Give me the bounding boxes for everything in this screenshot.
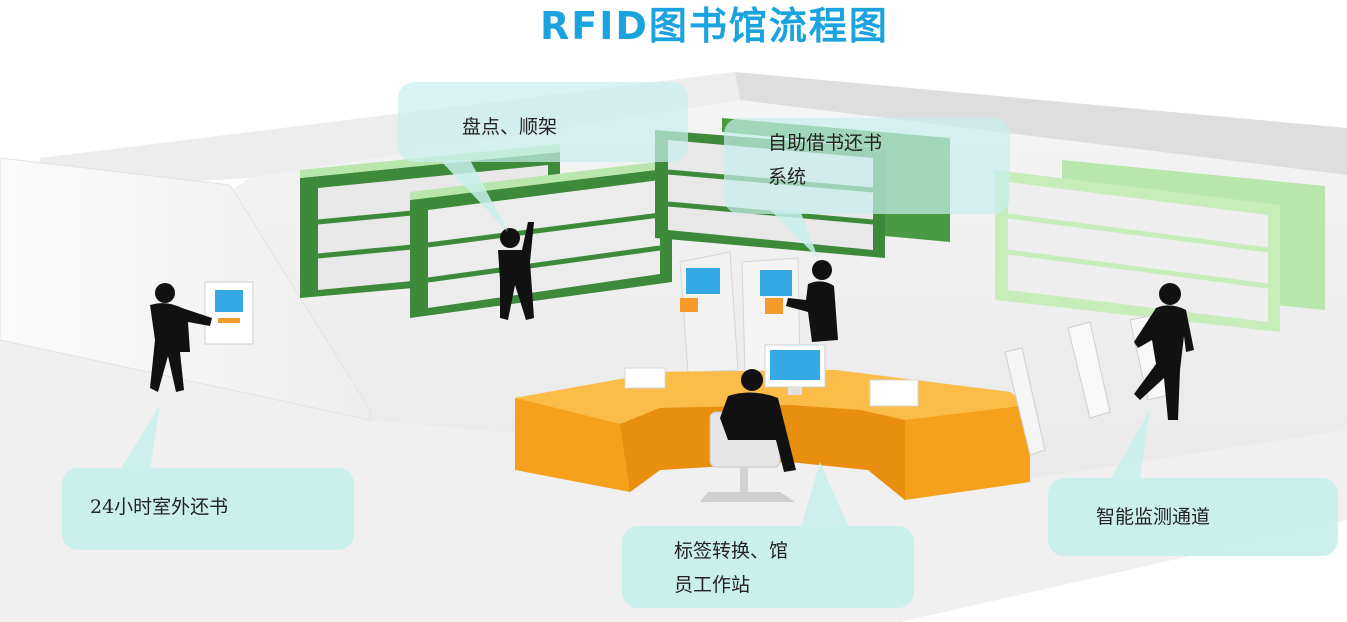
monitor-icon (624, 344, 919, 407)
page-title: RFID图书馆流程图 (540, 4, 889, 48)
callout-staff-station-line1: 标签转换、馆 (674, 540, 789, 562)
kiosk-icon (204, 281, 254, 345)
bookshelf-icon (995, 160, 1325, 332)
callout-pointers (120, 160, 1150, 530)
pointer-outdoor (120, 405, 160, 470)
callout-security-gate: 智能监测通道 (1048, 478, 1338, 556)
callout-staff-station: 标签转换、馆 员工作站 (622, 526, 914, 608)
person-silhouette-icon (150, 283, 212, 392)
callout-inventory: 盘点、顺架 (398, 82, 688, 162)
callout-outdoor-return: 24小时室外还书 (62, 468, 354, 550)
pointer-selfservice (770, 210, 818, 258)
callout-self-service-line2: 系统 (768, 166, 807, 188)
person-silhouette-icon (1134, 283, 1194, 420)
pointer-inventory (440, 160, 508, 232)
person-silhouette-icon (720, 369, 796, 472)
pointer-gate (1110, 410, 1150, 480)
callout-self-service: 自助借书还书 系统 (724, 118, 1010, 214)
callout-staff-station-line2: 员工作站 (674, 574, 751, 596)
person-silhouette-icon (786, 260, 838, 342)
person-silhouette-icon (498, 222, 534, 320)
callout-inventory-text: 盘点、顺架 (462, 116, 558, 138)
callout-outdoor-return-text: 24小时室外还书 (90, 496, 229, 518)
back-wall-right (735, 72, 1347, 175)
callout-self-service-line1: 自助借书还书 (768, 132, 883, 154)
pointer-station (800, 462, 850, 530)
kiosk-icon (679, 251, 801, 373)
floor-front-edge (0, 340, 1347, 622)
callout-security-gate-text: 智能监测通道 (1096, 506, 1211, 528)
front-wall-left (0, 157, 371, 421)
